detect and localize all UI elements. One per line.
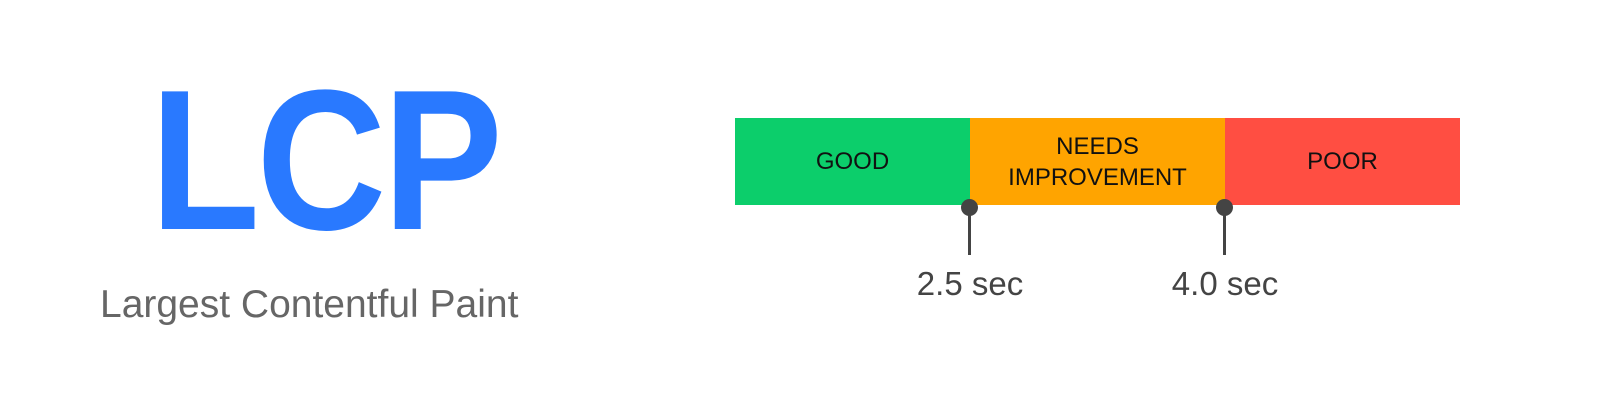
segment-poor: POOR <box>1225 118 1460 205</box>
segment-needs-improvement-label: NEEDS IMPROVEMENT <box>1008 132 1187 191</box>
threshold-label-1: 2.5 sec <box>916 265 1024 302</box>
metric-name: Largest Contentful Paint <box>100 283 519 326</box>
metric-abbreviation: LCP <box>150 49 503 272</box>
threshold-bar: GOOD NEEDS IMPROVEMENT POOR <box>735 118 1460 205</box>
segment-good: GOOD <box>735 118 970 205</box>
marker-line <box>1223 207 1226 255</box>
marker-line <box>968 207 971 255</box>
threshold-marker-2 <box>1216 199 1234 259</box>
segment-needs-improvement: NEEDS IMPROVEMENT <box>970 118 1225 205</box>
threshold-label-2: 4.0 sec <box>1171 265 1279 302</box>
threshold-marker-1 <box>961 199 979 259</box>
